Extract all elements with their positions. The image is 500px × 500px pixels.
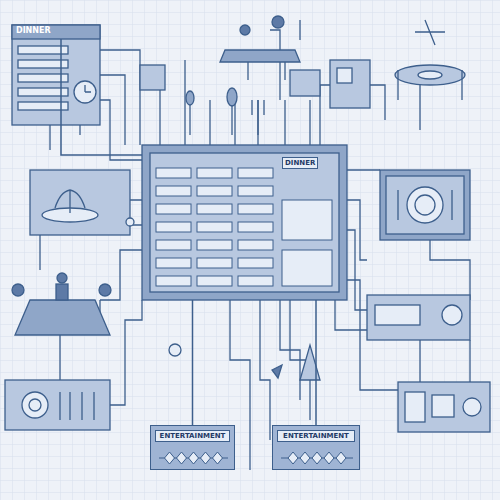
panel-header: DINNER <box>12 25 110 39</box>
table-panel: DINNER <box>142 145 347 300</box>
label-box: ENTERTAINMENT <box>272 425 360 470</box>
node-label: ENTERTAINMENT <box>155 430 230 442</box>
node-label: ENTERTAINMENT <box>277 430 355 442</box>
connector <box>315 300 317 425</box>
label-box: ENTERTAINMENT <box>150 425 235 470</box>
node-label: DINNER <box>282 157 318 169</box>
connector <box>192 300 194 425</box>
node-label: DINNER <box>12 25 110 36</box>
connector <box>61 39 142 155</box>
